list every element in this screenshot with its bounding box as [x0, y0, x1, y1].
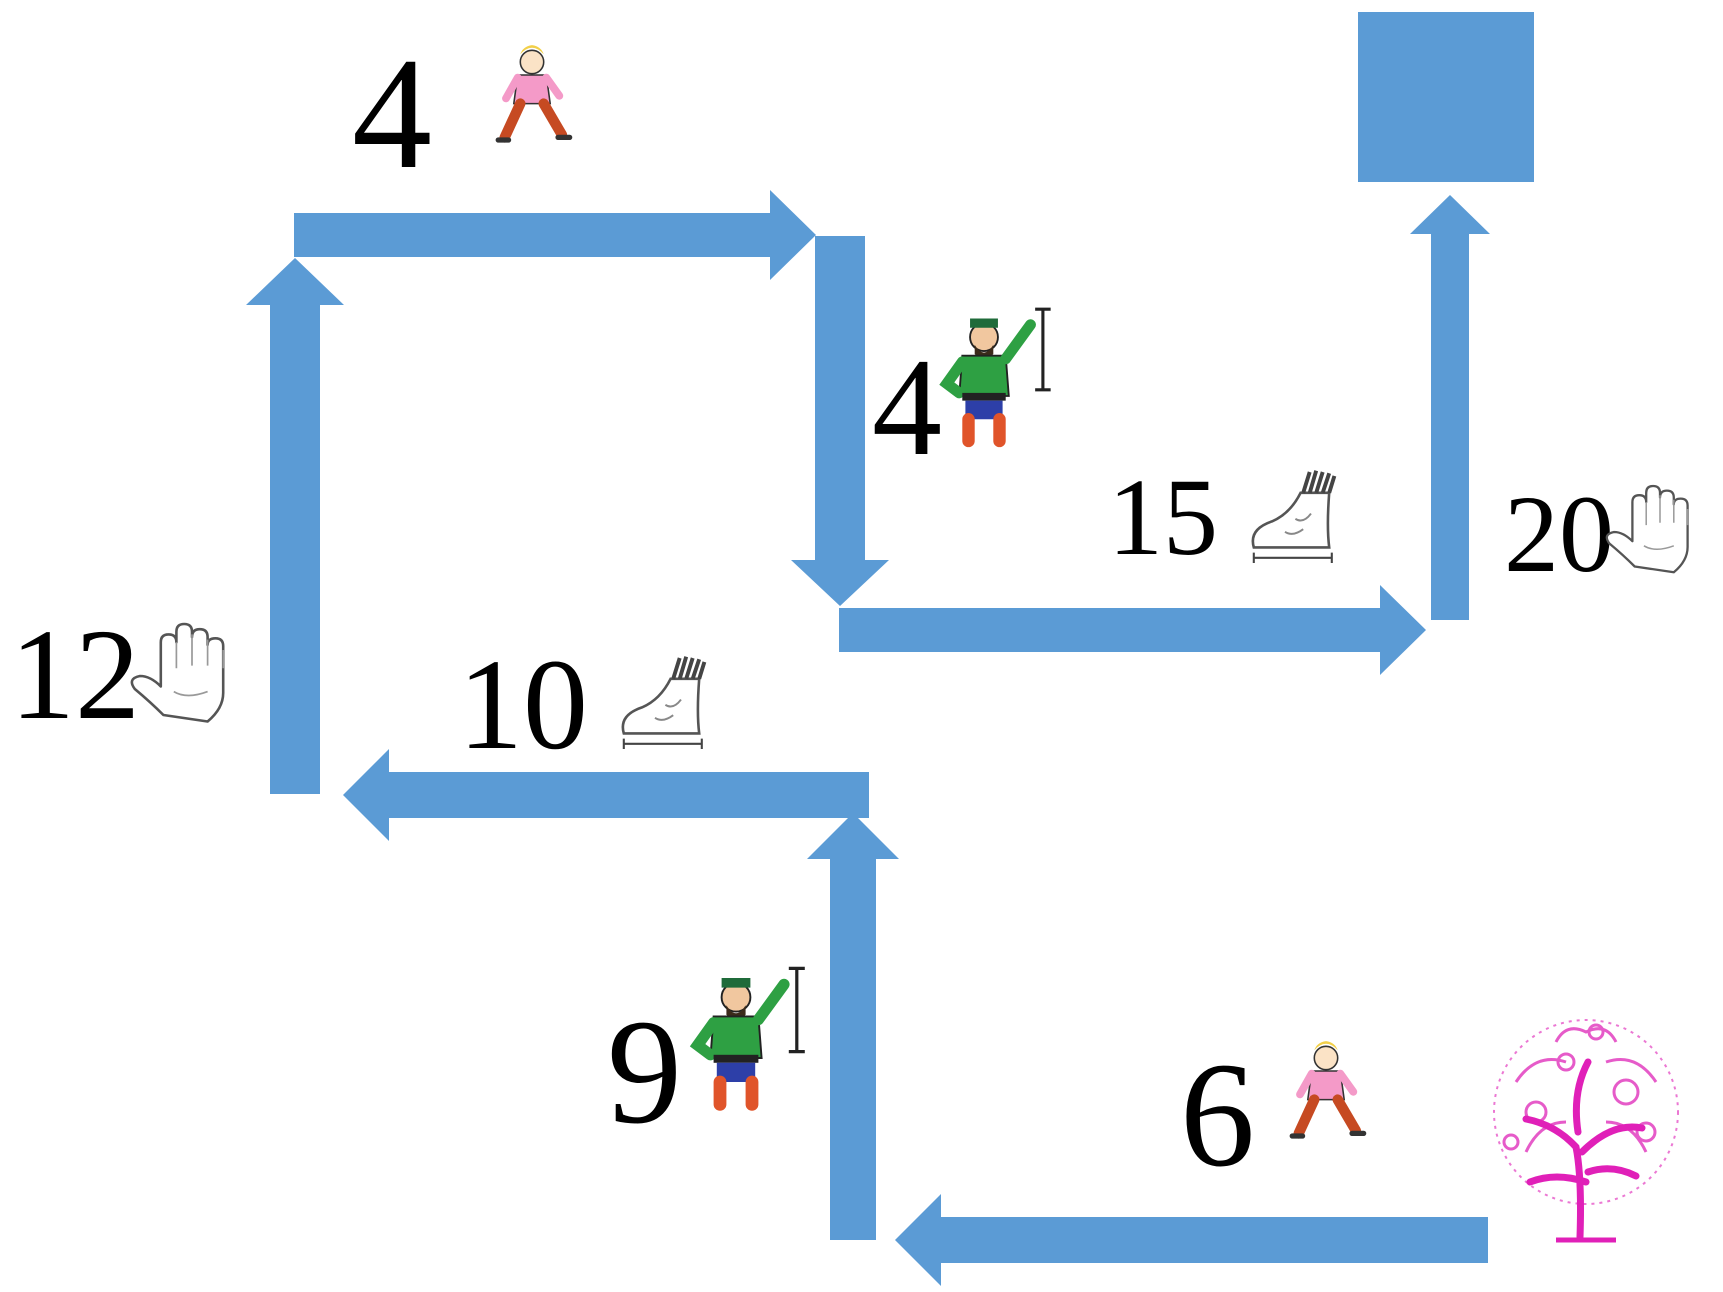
foot-icon: [1250, 468, 1337, 565]
segment-label-seg-6: 4: [872, 309, 1051, 485]
segment-count: 20: [1504, 473, 1614, 595]
walking-child-icon: [498, 45, 570, 140]
arrow-seg-6: [791, 236, 889, 606]
bearded-man-measure-icon: [698, 968, 805, 1104]
walking-child-icon: [1292, 1041, 1364, 1136]
goal-square: [1358, 12, 1534, 182]
arrow-seg-2: [807, 813, 899, 1240]
segment-count: 12: [10, 603, 140, 747]
arrow-seg-7: [839, 585, 1426, 675]
arrow-seg-5: [294, 190, 816, 280]
palm-icon: [1605, 484, 1689, 574]
tree-icon: [1493, 1019, 1679, 1243]
arrow-seg-1: [895, 1194, 1488, 1286]
path-arrows: [246, 190, 1490, 1286]
segment-label-seg-4: 12: [10, 603, 225, 747]
segment-label-seg-8: 20: [1504, 473, 1689, 595]
segment-label-seg-1: 6: [1180, 1032, 1364, 1198]
segment-count: 4: [872, 330, 942, 485]
segment-label-seg-3: 10: [458, 633, 707, 777]
arrow-seg-8: [1410, 195, 1490, 620]
segment-count: 15: [1108, 456, 1218, 578]
segment-label-seg-5: 4: [352, 24, 570, 202]
bearded-man-measure-icon: [947, 309, 1051, 441]
foot-icon: [620, 654, 707, 751]
palm-icon: [130, 622, 225, 723]
segment-count: 9: [607, 989, 682, 1155]
arrow-seg-3: [343, 749, 869, 841]
segment-count: 10: [458, 633, 588, 777]
segment-label-seg-2: 9: [607, 968, 805, 1155]
segment-count: 4: [352, 24, 432, 202]
segment-label-seg-7: 15: [1108, 456, 1337, 578]
arrow-seg-4: [246, 258, 344, 794]
segment-count: 6: [1180, 1032, 1255, 1198]
